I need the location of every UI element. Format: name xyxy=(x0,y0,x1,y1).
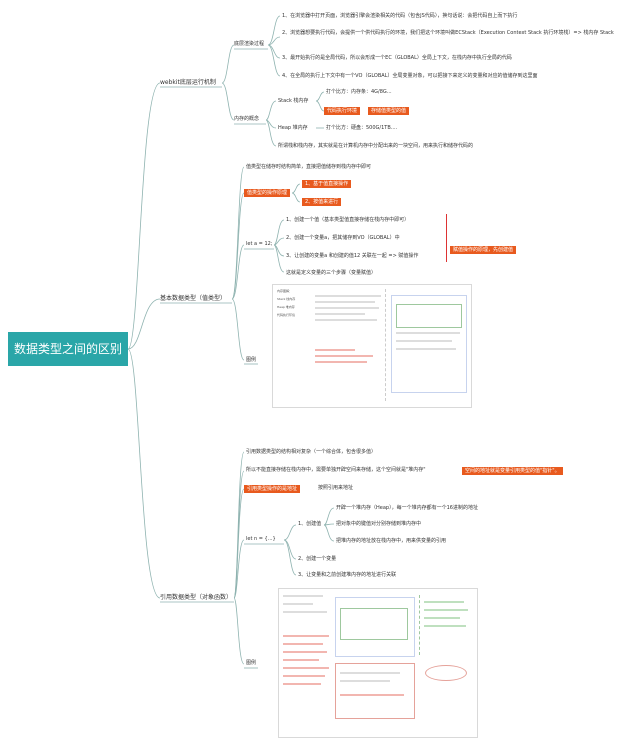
value-op-1-highlight: 1、基于值直接操作 xyxy=(302,180,352,188)
ref-diagram-code xyxy=(283,595,331,731)
diagram-stack-box xyxy=(391,295,467,393)
render-step-4: 4、在全局的执行上下文中有一个VO（GLOBAL）全局变量对象，可以把接下来定义… xyxy=(282,73,538,79)
stack-memory-label: Stack 栈内存 xyxy=(278,98,309,104)
heap-memory-analogy: 打个比方：硬盘：500G/1TB.... xyxy=(326,125,398,131)
ref-step-1a: 开辟一个堆内存（Heap），每一个堆内存都有一个16进制的地址 xyxy=(336,505,478,511)
ref-diagram-stack-box xyxy=(335,597,415,657)
let-a-label: let a = 12; xyxy=(246,241,273,247)
let-n-label: let n = {...} xyxy=(246,536,276,542)
ref-diagram-heap-box xyxy=(335,663,415,719)
ref-diagram-heap-oval xyxy=(425,665,467,681)
value-type-intro: 值类型在储存时结构简单，直接把值储存到栈内存中即可 xyxy=(246,164,372,170)
ref-step-3: 3、让变量和之前创建堆内存的地址进行关联 xyxy=(298,572,397,578)
heap-memory-label: Heap 堆内存 xyxy=(278,125,308,131)
ref-step-1b: 把对象中的键值对分别存储到堆内存中 xyxy=(336,521,422,527)
branch-value-type: 基本数据类型（值类型） xyxy=(160,295,227,302)
render-step-2: 2、浏览器想要执行代码，会提供一个供代码执行的环境，我们把这个环境叫做ECSta… xyxy=(282,30,614,36)
value-op-principle-highlight: 值类型的操作原理 xyxy=(244,189,291,197)
stack-value-store-highlight: 存储值类型的值 xyxy=(368,107,410,115)
diagram-legend-heap: Heap 堆内存 xyxy=(277,305,295,309)
steps-bracket xyxy=(440,214,447,262)
branch-webkit: webkit底层运行机制 xyxy=(160,79,216,86)
ref-op-tail: 按照引用来地址 xyxy=(318,485,354,491)
ref-diagram-notes xyxy=(419,595,472,655)
branch-ref-type: 引用数据类型（对象函数） xyxy=(160,594,233,601)
render-step-1: 1、在浏览器中打开页面，浏览器引擎会渲染相关的代码（包含JS代码），换句话说：会… xyxy=(282,13,518,19)
ref-pointer-highlight: 空间的地址就是变量引用类型的值"指针"。 xyxy=(462,467,563,475)
value-type-diagram: 内存图解： Stack 栈内存 Heap 堆内存 代码执行环境 xyxy=(272,284,472,408)
ref-op-highlight: 引用类型操作的是地址 xyxy=(244,485,301,493)
value-step-1: 1、创建一个值（基本类型值直接存储在栈内存中即可） xyxy=(286,217,410,223)
diagram-legend-title: 内存图解： xyxy=(277,289,293,293)
ref-type-intro2: 所以不能直接存储在栈内存中，需要单独开辟空间来存储，这个空间就是"堆内存" xyxy=(246,467,426,473)
value-step-3: 3、让创建的变量a 和创建的值12 关联在一起 => 赋值操作 xyxy=(286,253,419,259)
value-op-2-highlight: 2、按值来进行 xyxy=(302,198,342,206)
assign-principle-highlight: 赋值操作的原理，先创建值 xyxy=(450,246,517,254)
diagram-legend-env: 代码执行环境 xyxy=(277,313,296,317)
ref-step-1: 1、创建值 xyxy=(298,521,322,527)
stack-render-label: 底层渲染过程 xyxy=(234,41,265,47)
memory-note: 所谓栈和栈内存，其实就是在计算机内存中分配出来的一块空间，用来执行和储存代码的 xyxy=(278,143,474,149)
diagram-legend-stack: Stack 栈内存 xyxy=(277,297,296,301)
ref-step-1c: 把堆内存的地址放在栈内存中，用来供变量的引用 xyxy=(336,538,447,544)
value-step-2: 2、创建一个变量a，把其储存到VO（GLOBAL）中 xyxy=(286,235,400,241)
ref-type-diagram xyxy=(278,588,478,738)
ref-type-intro: 引用数据类型的结构相对复杂（一个综合体，包含很多值） xyxy=(246,449,377,455)
render-step-3: 3、最开始执行的是全局代码，所以会形成一个EC（GLOBAL）全局上下文，在栈内… xyxy=(282,55,512,61)
stack-exec-env-highlight: 代码执行环境 xyxy=(324,107,361,115)
ref-step-2: 2、创建一个变量 xyxy=(298,556,337,562)
value-diagram-label: 图例 xyxy=(246,357,257,363)
three-steps-note: 这就是定义变量的三个步骤（变量赋值） xyxy=(286,270,377,276)
stack-memory-analogy: 打个比方：内存条：4G/8G... xyxy=(326,89,392,95)
diagram-code-area xyxy=(313,289,386,401)
ref-diagram-label: 图例 xyxy=(246,660,257,666)
root-topic: 数据类型之间的区别 xyxy=(8,332,128,366)
memory-concept-label: 内存的概念 xyxy=(234,116,260,122)
